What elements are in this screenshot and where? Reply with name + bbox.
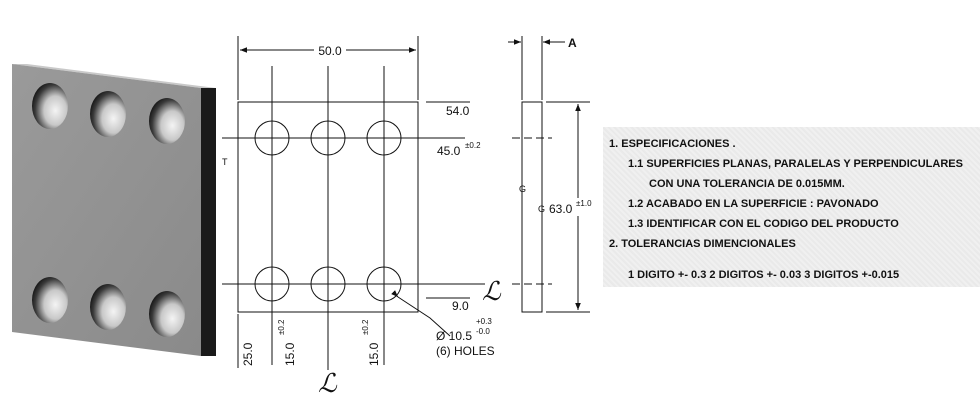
specifications-box: 1. ESPECIFICACIONES . 1.1 SUPERFICIES PL… — [603, 127, 980, 287]
dim-15b-label: 15.0 — [367, 342, 381, 366]
plate-hole — [90, 284, 126, 330]
width-dimension-label: 50.0 — [318, 44, 342, 58]
dimension-labels: 50.0 A 54.0 45.0 ±0.2 T G G 63.0 ±1.0 9.… — [222, 36, 608, 398]
spec-line-1: 1. ESPECIFICACIONES . — [609, 138, 736, 150]
hole-callout-leader — [397, 296, 451, 337]
drawing-hole — [254, 266, 290, 302]
spec-line-6: 2. TOLERANCIAS DIMENCIONALES — [609, 238, 796, 250]
spec-line-2: 1.1 SUPERFICIES PLANAS, PARALELAS Y PERP… — [628, 158, 963, 170]
hole-count-label: (6) HOLES — [436, 344, 495, 358]
dim-45-tolerance: ±0.2 — [465, 141, 481, 150]
plate-hole — [32, 277, 68, 323]
spec-line-4: 1.2 ACABADO EN LA SUPERFICIE : PAVONADO — [628, 198, 879, 210]
dim-15a-label: 15.0 — [283, 342, 297, 366]
dim-63-tolerance: ±1.0 — [576, 199, 592, 208]
side-view — [508, 36, 590, 313]
dim-54-label: 54.0 — [446, 104, 470, 118]
dim-15a-tolerance: ±0.2 — [277, 319, 286, 335]
plate-top-face — [12, 64, 216, 88]
dim-9-label: 9.0 — [452, 299, 469, 313]
plate-hole — [90, 91, 126, 137]
mark-t: T — [222, 157, 228, 167]
side-outline — [521, 101, 543, 313]
centerline-symbol-bottom: ℒ — [318, 369, 338, 398]
extension-line — [391, 290, 399, 298]
hole-tol-minus: -0.0 — [476, 327, 490, 336]
plate-side-face — [201, 88, 216, 356]
spec-line-7: 1 DIGITO +- 0.3 2 DIGITOS +- 0.03 3 DIGI… — [628, 269, 900, 281]
plate-hole — [32, 83, 68, 129]
spec-line-5: 1.3 IDENTIFICAR CON EL CODIGO DEL PRODUC… — [628, 218, 899, 230]
drawing-hole — [254, 120, 290, 156]
drawing-hole — [366, 266, 402, 302]
plate-hole — [149, 291, 185, 337]
drawing-hole — [366, 120, 402, 156]
hole-diameter-label: Ø 10.5 — [436, 329, 472, 343]
drawing-hole — [310, 266, 346, 302]
centerline-symbol-right: ℒ — [482, 277, 502, 306]
plate-holes — [32, 83, 185, 337]
spec-line-3: CON UNA TOLERANCIA DE 0.015MM. — [649, 178, 845, 190]
view-a-label: A — [568, 36, 577, 50]
dim-25-label: 25.0 — [241, 342, 255, 366]
drawing-holes — [254, 120, 402, 302]
mark-g-dim: G — [538, 204, 545, 214]
plate-3d-view — [12, 64, 216, 356]
dim-45-label: 45.0 — [437, 144, 461, 158]
mark-g-side: G — [519, 184, 526, 194]
front-view — [222, 36, 485, 370]
hole-tol-plus: +0.3 — [476, 317, 492, 326]
plate-hole — [149, 98, 185, 144]
dim-63-label: 63.0 — [549, 202, 573, 216]
drawing-hole — [310, 120, 346, 156]
dim-15b-tolerance: ±0.2 — [361, 319, 370, 335]
